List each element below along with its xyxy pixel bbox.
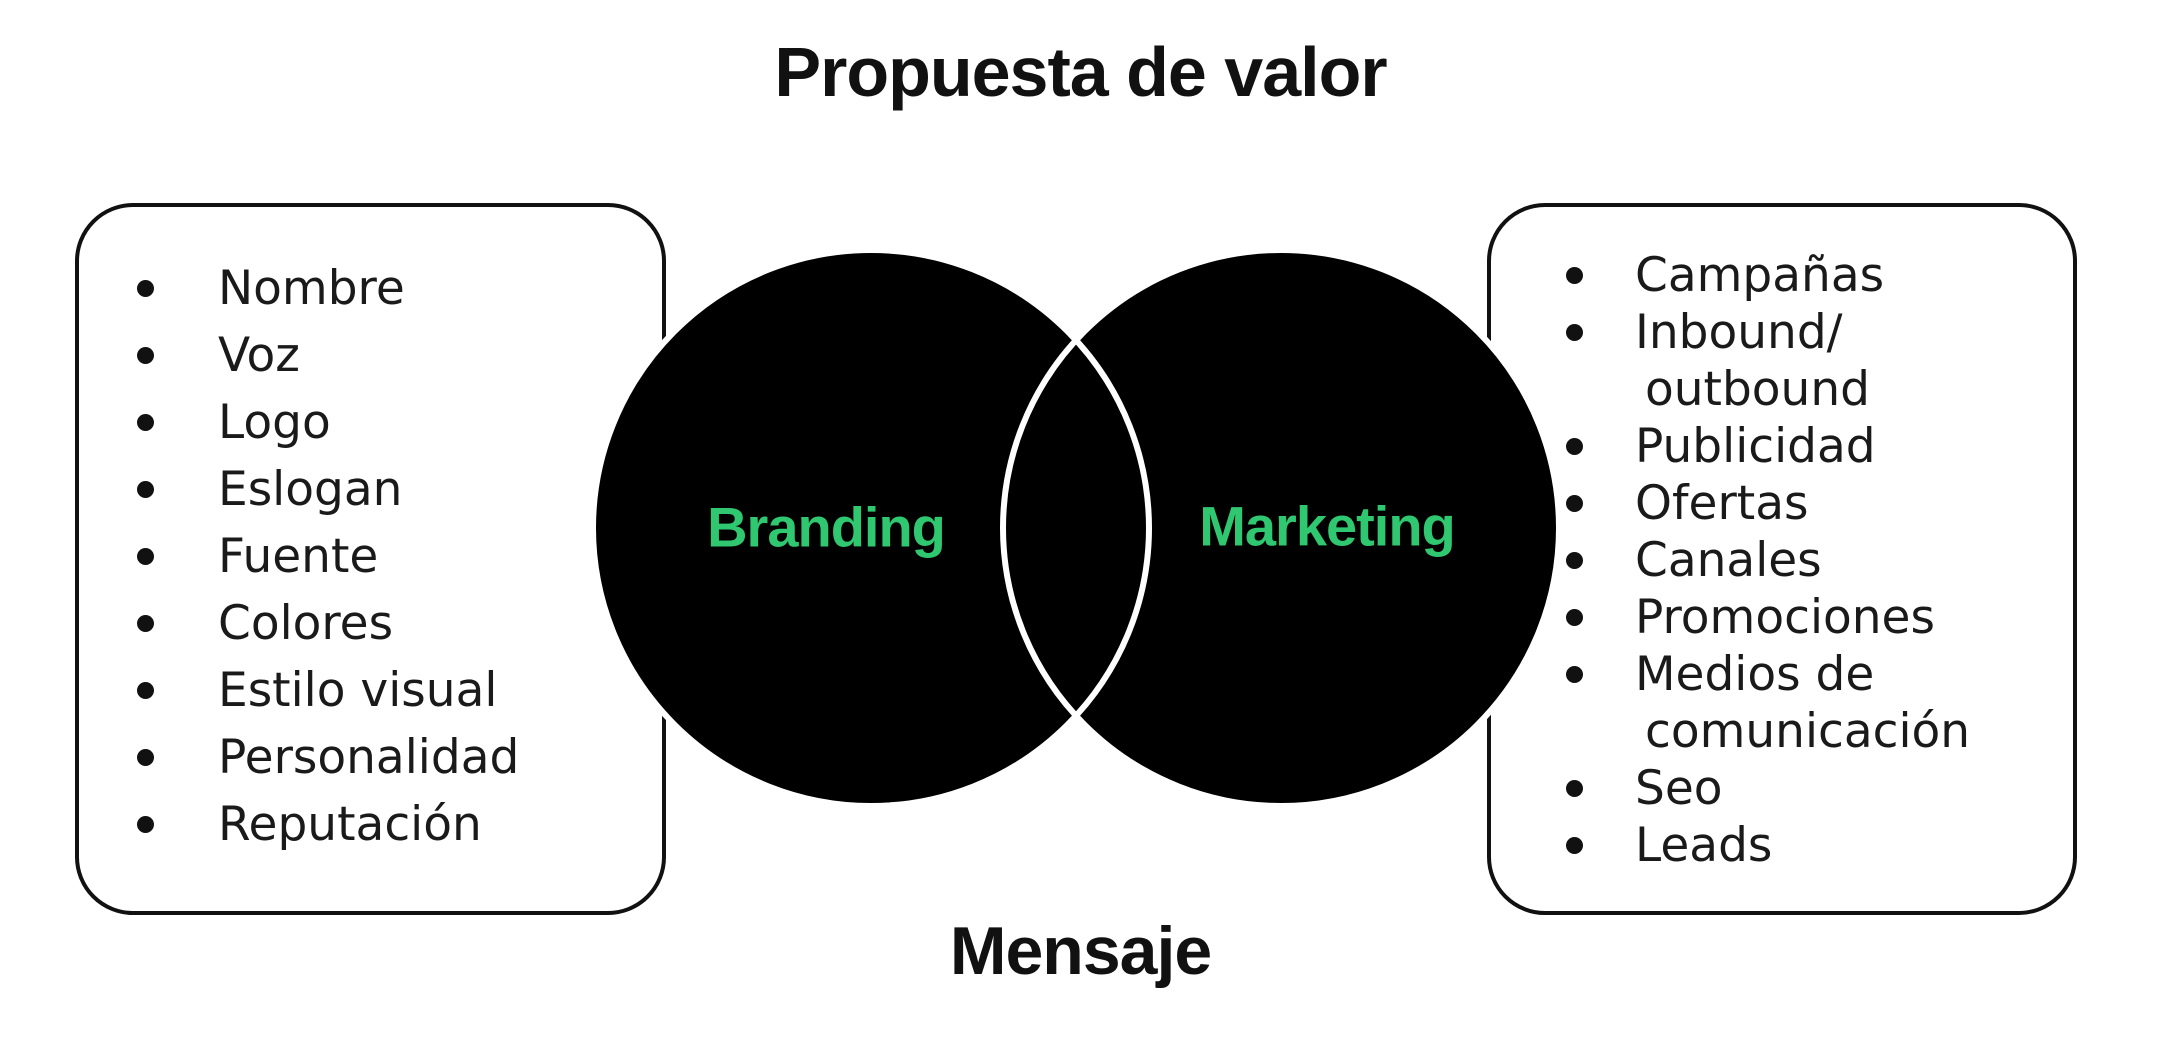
list-item-text: Promociones	[1635, 590, 1935, 645]
bullet-icon	[137, 615, 154, 632]
bullet-icon	[1566, 267, 1583, 284]
bullet-icon	[1566, 438, 1583, 455]
list-item: Ofertas	[1566, 475, 2063, 532]
list-item: Seo	[1566, 760, 2063, 817]
bullet-icon	[137, 481, 154, 498]
bullet-icon	[1566, 837, 1583, 854]
list-item: Reputación	[137, 791, 652, 858]
list-item-text: Personalidad	[218, 730, 520, 785]
list-item: Fuente	[137, 523, 652, 590]
branding-label: Branding	[707, 495, 946, 559]
list-item: Voz	[137, 322, 652, 389]
list-item-text: comunicación	[1645, 704, 1971, 759]
bullet-icon	[137, 548, 154, 565]
marketing-label: Marketing	[1199, 494, 1455, 558]
list-item: Colores	[137, 590, 652, 657]
list-item: Logo	[137, 389, 652, 456]
bullet-icon	[1566, 324, 1583, 341]
list-item: Personalidad	[137, 724, 652, 791]
list-item-text: Voz	[218, 328, 300, 383]
list-item-text: Nombre	[218, 261, 405, 316]
bullet-icon	[1566, 609, 1583, 626]
bullet-icon	[1566, 666, 1583, 683]
list-item-text: Leads	[1635, 818, 1773, 873]
list-item: Nombre	[137, 255, 652, 322]
bullet-icon	[137, 816, 154, 833]
list-item-text: Campañas	[1635, 248, 1885, 303]
list-item: Canales	[1566, 532, 2063, 589]
bullet-icon	[137, 682, 154, 699]
message-label: Mensaje	[949, 913, 1212, 989]
list-item-text: Logo	[218, 395, 331, 450]
list-item: outbound	[1566, 361, 2063, 418]
list-item: Campañas	[1566, 247, 2063, 304]
bullet-icon	[1566, 780, 1583, 797]
list-item-text: Publicidad	[1635, 419, 1876, 474]
list-item-text: outbound	[1645, 362, 1870, 417]
list-item-text: Colores	[218, 596, 394, 651]
list-item: Medios de	[1566, 646, 2063, 703]
list-item-text: Eslogan	[218, 462, 403, 517]
list-item-text: Fuente	[218, 529, 379, 584]
list-item-text: Estilo visual	[218, 663, 498, 718]
list-item-text: Reputación	[218, 797, 482, 852]
bullet-icon	[137, 347, 154, 364]
page-title: Propuesta de valor	[774, 33, 1387, 111]
list-item: Leads	[1566, 817, 2063, 874]
list-item-text: Inbound/	[1635, 305, 1843, 360]
list-item: Inbound/	[1566, 304, 2063, 361]
list-item-text: Ofertas	[1635, 476, 1809, 531]
bullet-icon	[1566, 552, 1583, 569]
list-item-text: Seo	[1635, 761, 1723, 816]
list-item: comunicación	[1566, 703, 2063, 760]
list-item-text: Canales	[1635, 533, 1822, 588]
bullet-icon	[1566, 495, 1583, 512]
list-item: Promociones	[1566, 589, 2063, 646]
list-item: Eslogan	[137, 456, 652, 523]
list-item: Estilo visual	[137, 657, 652, 724]
bullet-icon	[137, 749, 154, 766]
bullet-icon	[137, 414, 154, 431]
list-item: Publicidad	[1566, 418, 2063, 475]
list-item-text: Medios de	[1635, 647, 1875, 702]
bullet-icon	[137, 280, 154, 297]
